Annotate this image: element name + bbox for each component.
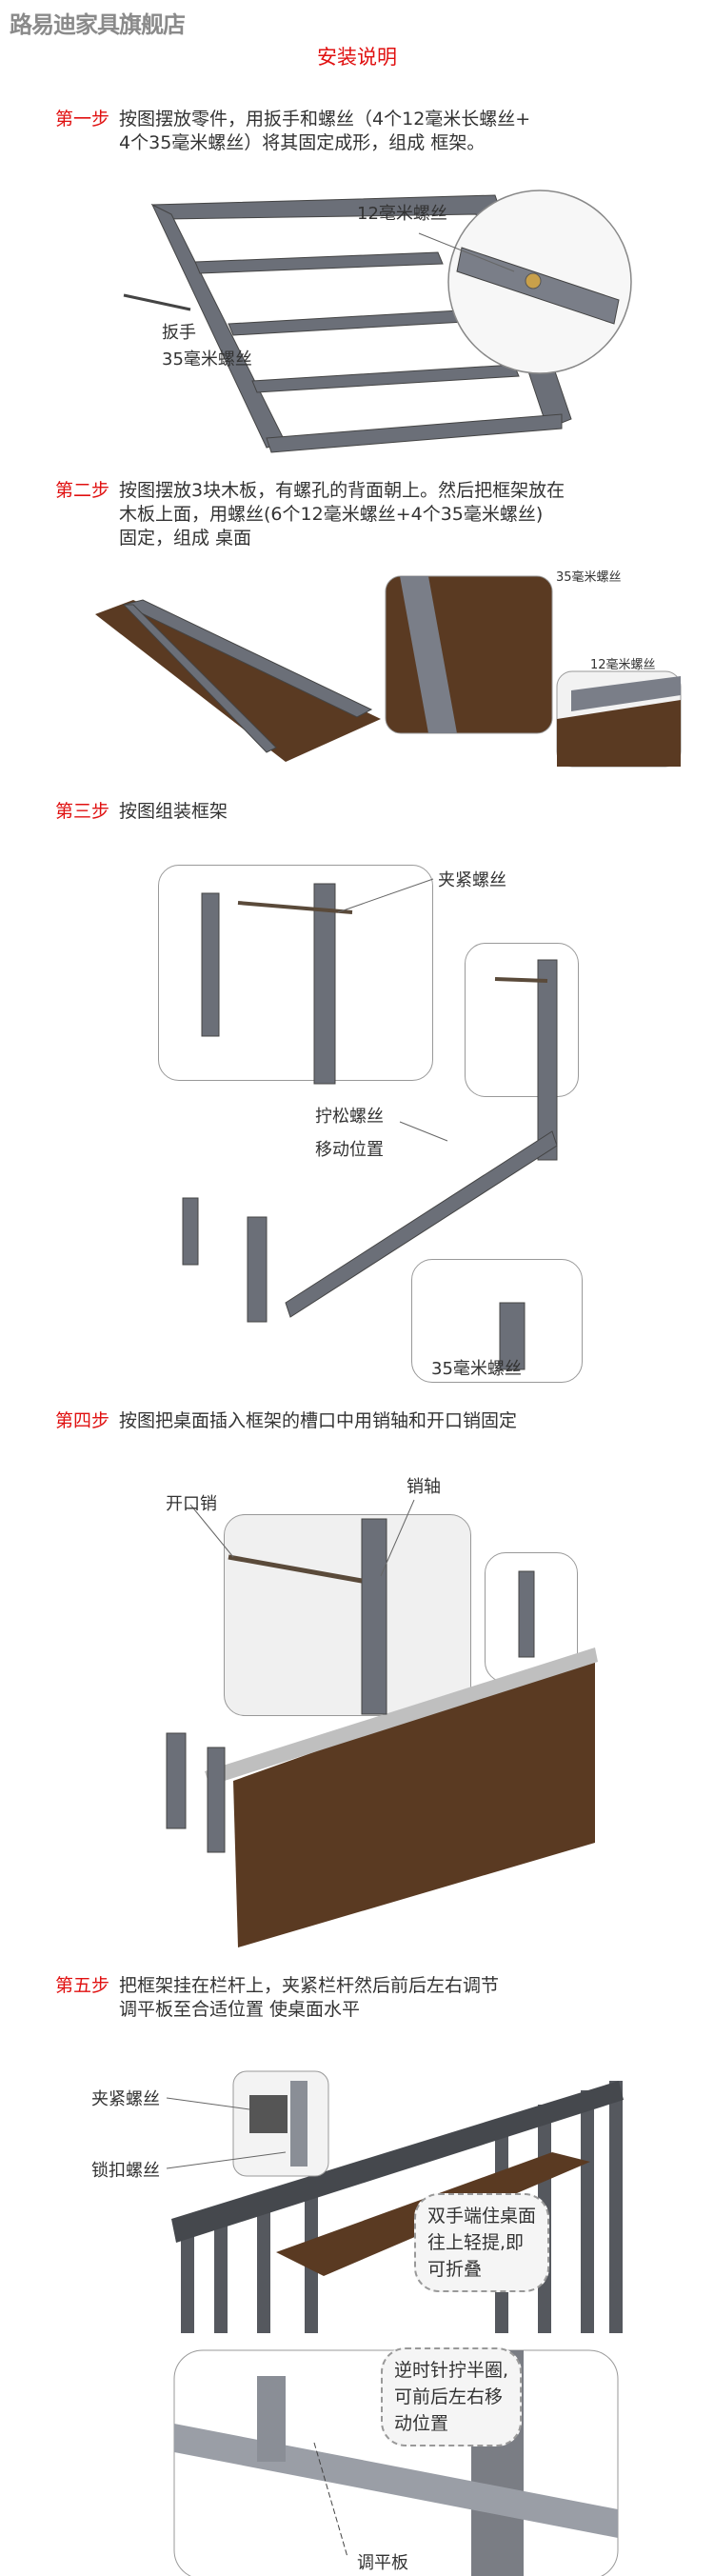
- frame-assembly-drawing: [182, 878, 558, 1370]
- tabletop-insert-drawing: [166, 1499, 598, 1947]
- step-label: 第三步: [55, 801, 110, 822]
- callout-lock-screw: 锁扣螺丝: [91, 2161, 160, 2181]
- callout-loosen-screw: 拧松螺丝: [315, 1107, 384, 1127]
- callout-move-position: 移动位置: [315, 1140, 384, 1160]
- step-text: 把框架挂在栏杆上，夹紧栏杆然后前后左右调节 调平板至合适位置 使桌面水平: [119, 1975, 500, 2020]
- callout-35mm-screw: 35毫米螺丝: [556, 570, 622, 585]
- step-text: 按图把桌面插入框架的槽口中用销轴和开口销固定: [119, 1410, 518, 1431]
- step-text: 按图摆放零件，用扳手和螺丝（4个12毫米长螺丝+ 4个35毫米螺丝）将其固定成形…: [119, 109, 531, 153]
- step-3: 第三步 按图组装框架: [55, 800, 684, 824]
- step-text: 按图摆放3块木板，有螺孔的背面朝上。然后把框架放在 木板上面，用螺丝(6个12毫…: [119, 480, 565, 549]
- callout-cotter-pin: 开口销: [166, 1494, 217, 1514]
- step-4-illustration: 开口销 销轴: [0, 1462, 714, 1981]
- tip-bubble-adjust: 逆时针拧半圈, 可前后左右移 动位置: [381, 2347, 523, 2446]
- step-4: 第四步 按图把桌面插入框架的槽口中用销轴和开口销固定: [55, 1409, 684, 1433]
- callout-35mm-screw: 35毫米螺丝: [431, 1359, 522, 1379]
- callout-clamp-screw: 夹紧螺丝: [91, 2089, 160, 2109]
- callout-12mm-screw: 12毫米螺丝: [357, 204, 447, 224]
- callout-pin-shaft: 销轴: [407, 1477, 441, 1497]
- railing-mount-drawing: [166, 2070, 624, 2576]
- detail-box-bracket: [465, 943, 579, 1097]
- step-2-illustration: 35毫米螺丝 12毫米螺丝: [0, 557, 714, 786]
- step-label: 第四步: [55, 1410, 110, 1431]
- step-1: 第一步 按图摆放零件，用扳手和螺丝（4个12毫米长螺丝+ 4个35毫米螺丝）将其…: [55, 108, 684, 155]
- store-logo: 路易迪家具旗舰店: [10, 11, 186, 38]
- step-3-illustration: 夹紧螺丝 拧松螺丝 移动位置 35毫米螺丝: [0, 855, 714, 1398]
- callout-12mm-screw: 12毫米螺丝: [590, 658, 656, 672]
- callout-leveling-plate: 调平板: [357, 2553, 408, 2573]
- detail-box-pin: [224, 1514, 471, 1716]
- frame-drawing: [123, 190, 632, 453]
- page-title: 安装说明: [317, 46, 397, 69]
- step-5: 第五步 把框架挂在栏杆上，夹紧栏杆然后前后左右调节 调平板至合适位置 使桌面水平: [55, 1974, 684, 2022]
- step-1-illustration: 12毫米螺丝 扳手 35毫米螺丝: [0, 157, 714, 467]
- detail-box-screw: [411, 1259, 583, 1383]
- tip-bubble-fold: 双手端住桌面 往上轻提,即 可折叠: [414, 2193, 550, 2292]
- step-label: 第一步: [55, 109, 110, 130]
- step-label: 第二步: [55, 480, 110, 501]
- tabletop-drawing: [95, 575, 682, 768]
- step-text: 按图组装框架: [119, 801, 228, 822]
- callout-wrench: 扳手: [162, 323, 196, 343]
- step-5-illustration: 夹紧螺丝 锁扣螺丝 双手端住桌面 往上轻提,即 可折叠 逆时针拧半圈, 可前后左…: [0, 2062, 714, 2576]
- callout-clamp-screw: 夹紧螺丝: [438, 870, 506, 890]
- step-2: 第二步 按图摆放3块木板，有螺孔的背面朝上。然后把框架放在 木板上面，用螺丝(6…: [55, 479, 684, 550]
- callout-35mm-screw: 35毫米螺丝: [162, 349, 252, 369]
- step-label: 第五步: [55, 1975, 110, 1996]
